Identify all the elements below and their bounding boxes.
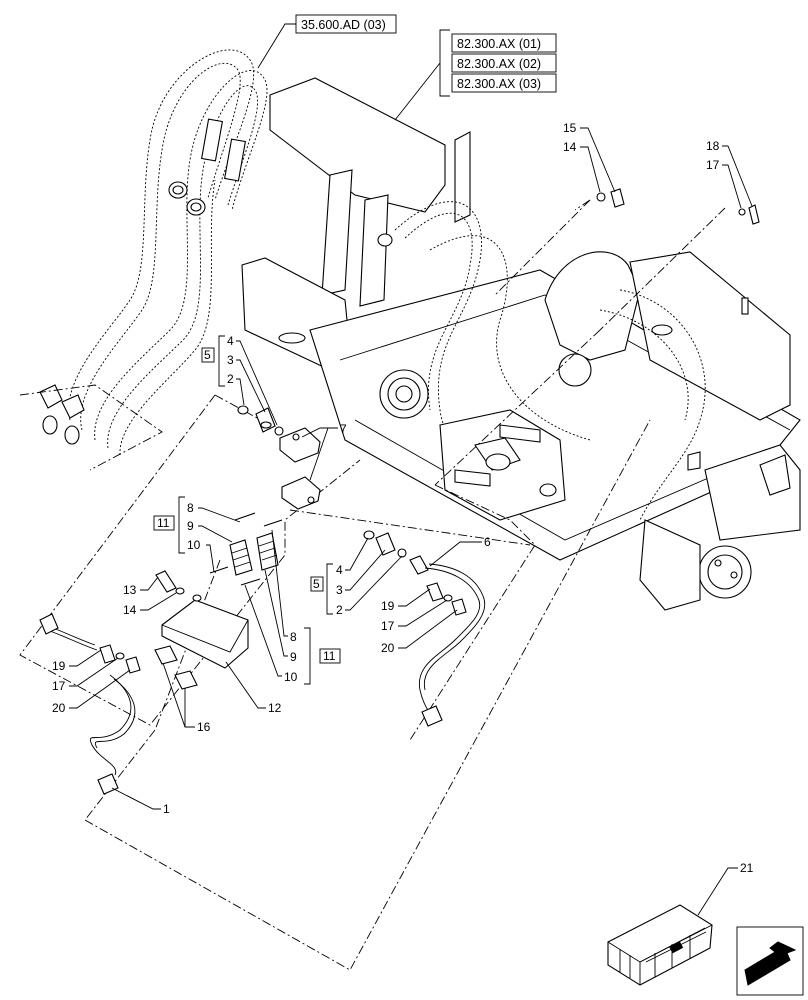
label-19b: 19	[381, 599, 395, 613]
label-4a: 4	[227, 334, 234, 348]
label-8a: 8	[187, 501, 194, 515]
label-5a: 5	[204, 348, 211, 362]
label-19a: 19	[52, 659, 66, 673]
label-14a: 14	[123, 603, 137, 617]
upper-right-small-parts	[596, 188, 760, 225]
label-8b: 8	[290, 630, 297, 644]
label-6: 6	[484, 535, 491, 549]
label-2b: 2	[336, 603, 343, 617]
label-20b: 20	[381, 641, 395, 655]
left-fittings	[39, 405, 321, 795]
label-7: 7	[340, 422, 347, 436]
label-14b: 14	[563, 140, 577, 154]
label-17b: 17	[381, 619, 395, 633]
group-11-left: 11 8 9 10	[153, 496, 241, 573]
hose-assembly	[19, 49, 268, 471]
label-13: 13	[123, 583, 137, 597]
label-5b: 5	[313, 577, 320, 591]
label-15: 15	[563, 121, 577, 135]
label-10b: 10	[284, 670, 298, 684]
label-10a: 10	[187, 538, 201, 552]
group-5-upper: 5 4 3 2	[201, 334, 278, 426]
label-18: 18	[706, 139, 720, 153]
label-16: 16	[197, 720, 211, 734]
frame-ref-1: 82.300.AX (01)	[457, 37, 541, 51]
frame-ref-box: 82.300.AX (01) 82.300.AX (02) 82.300.AX …	[394, 29, 557, 121]
label-9a: 9	[187, 519, 194, 533]
arrow-icon	[736, 926, 804, 996]
label-11b: 11	[323, 649, 336, 663]
label-17a: 17	[52, 679, 66, 693]
label-21: 21	[740, 861, 754, 875]
callouts: 7 6 15 14 18 17 13 14 19 17 20 19 17 20 …	[52, 121, 754, 916]
hose-ref: 35.600.AD (03)	[301, 18, 386, 32]
crate-icon	[607, 904, 713, 986]
frame-ref-2: 82.300.AX (02)	[457, 57, 541, 71]
label-1: 1	[163, 802, 170, 816]
group-11-right: 11 8 9 10	[244, 529, 341, 685]
hose-ref-box: 35.600.AD (03)	[257, 14, 397, 69]
label-20a: 20	[52, 701, 66, 715]
label-4b: 4	[336, 563, 343, 577]
label-17c: 17	[706, 158, 720, 172]
label-3a: 3	[227, 353, 234, 367]
loader-frame	[241, 77, 801, 611]
group-5-lower: 5 4 3 2	[310, 537, 403, 617]
label-11a: 11	[157, 516, 170, 530]
label-2a: 2	[227, 372, 234, 386]
label-3b: 3	[336, 583, 343, 597]
label-9b: 9	[290, 650, 297, 664]
label-12: 12	[268, 701, 282, 715]
frame-ref-3: 82.300.AX (03)	[457, 77, 541, 91]
